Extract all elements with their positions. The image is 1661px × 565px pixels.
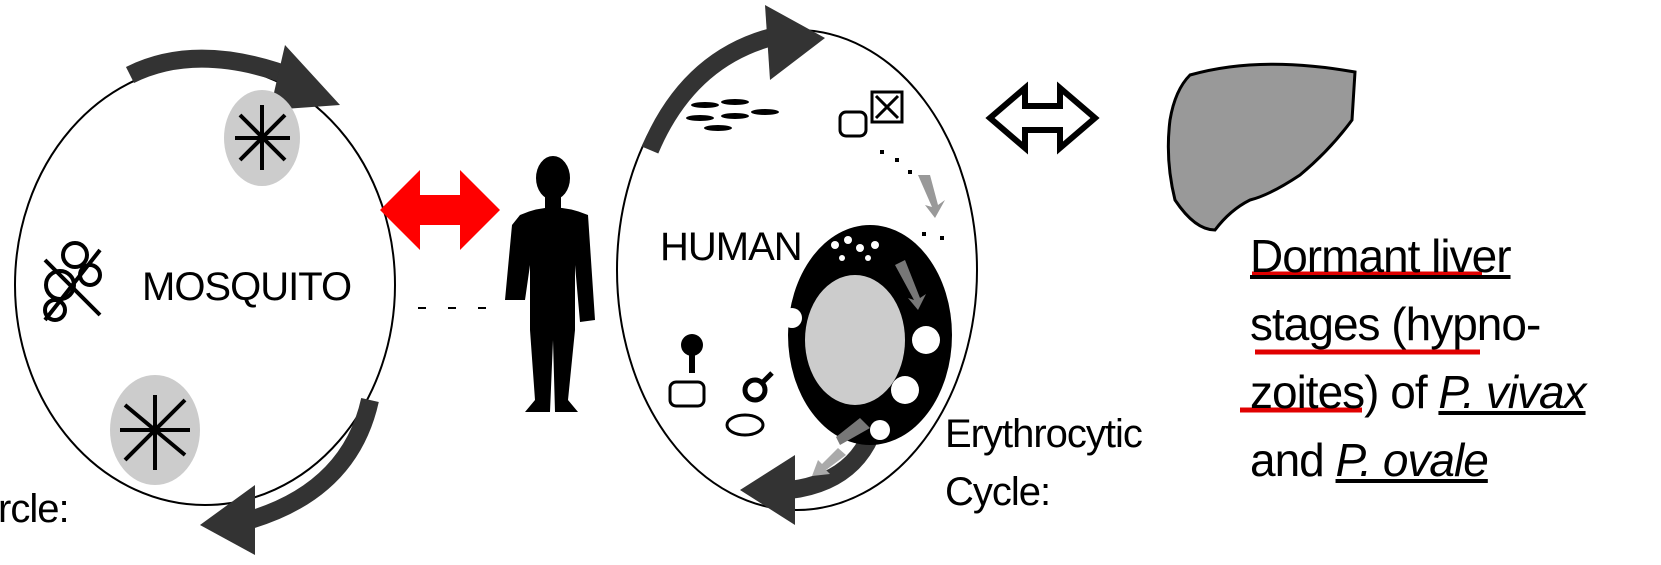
erythrocytic-label-line2: Cycle: bbox=[945, 470, 1050, 515]
mosquito-cycle-bottom-arrow bbox=[250, 400, 370, 520]
species-p-ovale: P. ovale bbox=[1336, 434, 1488, 486]
liver-note-zoites: zoites) bbox=[1250, 366, 1378, 418]
human-cycle-bottom-arrowhead bbox=[740, 455, 795, 525]
left-cycle-partial-label: rcle: bbox=[0, 487, 69, 532]
liver-note-line-3: zoites) of P. vivax bbox=[1250, 358, 1586, 426]
red-blood-cell-core bbox=[805, 275, 905, 405]
liver-note-of: of bbox=[1378, 366, 1438, 418]
human-cycle-top-arrowhead bbox=[765, 5, 825, 80]
infected-cell-2 bbox=[891, 376, 919, 404]
gametocyte-male-icon bbox=[727, 373, 772, 435]
mosquito-label: MOSQUITO bbox=[142, 265, 351, 310]
mosquito-cycle-bottom-arrowhead bbox=[200, 485, 255, 555]
sporozoite-cluster-icon bbox=[45, 243, 100, 320]
liver-note-line-4: and P. ovale bbox=[1250, 426, 1488, 494]
mosquito-human-transmission-arrow bbox=[380, 170, 500, 250]
liver-link-double-arrow bbox=[990, 88, 1095, 148]
erythrocytic-label-line1: Erythrocytic bbox=[945, 412, 1142, 457]
small-gray-arrow-top bbox=[918, 175, 945, 218]
liver-note-and: and bbox=[1250, 434, 1336, 486]
liver-note-line-1: Dormant liver bbox=[1250, 222, 1511, 290]
mosquito-cycle-top-arrow bbox=[130, 59, 300, 80]
human-label: HUMAN bbox=[660, 225, 802, 270]
infected-cell-1 bbox=[912, 326, 940, 354]
infected-cell-4 bbox=[782, 308, 802, 328]
liver-schizont-icon bbox=[840, 92, 902, 136]
liver-note-line-2: stages (hypno- bbox=[1250, 290, 1540, 358]
gametocyte-female-icon bbox=[670, 334, 704, 406]
infected-cell-3 bbox=[870, 420, 890, 440]
human-cycle-top-arrow bbox=[650, 35, 780, 150]
human-silhouette-icon bbox=[505, 156, 595, 412]
species-p-vivax: P. vivax bbox=[1438, 366, 1585, 418]
liver-icon bbox=[1168, 64, 1355, 230]
sporozoite-dashes-icon bbox=[686, 99, 779, 131]
